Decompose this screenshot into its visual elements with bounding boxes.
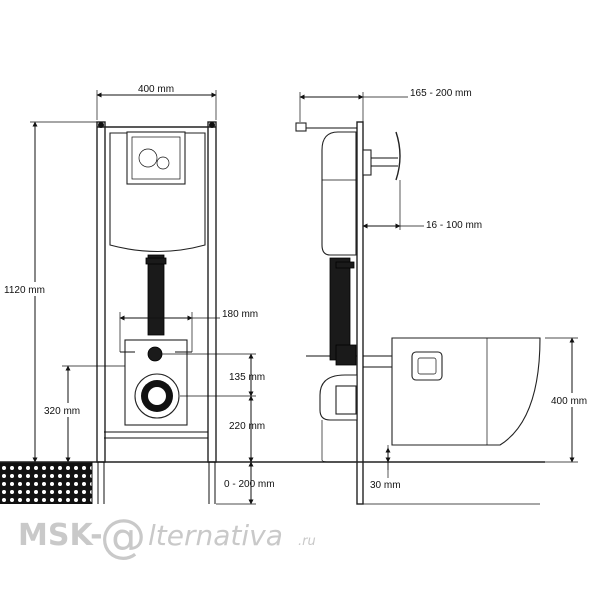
flush-elbow — [335, 344, 357, 366]
cistern-side — [321, 131, 357, 256]
button-housing — [362, 149, 372, 176]
floor — [0, 461, 545, 505]
floor-adjust-label: 0 - 200 mm — [224, 479, 275, 490]
flush-button-small — [156, 156, 170, 170]
bowl-height-label: 400 mm — [551, 396, 587, 407]
drain-connector — [335, 385, 357, 415]
floor-hatch — [0, 462, 92, 504]
drain-height-label: 320 mm — [44, 406, 80, 417]
frame-width-label: 400 mm — [138, 84, 174, 95]
wall-offset-label: 165 - 200 mm — [410, 88, 472, 99]
flush-plate — [126, 131, 186, 185]
left-upright — [96, 121, 106, 463]
watermark-suffix: .ru — [298, 534, 316, 549]
flush-pipe-collar — [145, 257, 167, 265]
flush-plate-inner — [131, 136, 181, 180]
button-spacing-label: 16 - 100 mm — [426, 220, 482, 231]
bowl-badge-inner — [417, 357, 437, 375]
flush-plate-side — [395, 131, 401, 181]
watermark-right: lternativa — [148, 519, 283, 552]
outlet-height-label: 220 mm — [229, 421, 265, 432]
inlet-offset-label: 135 mm — [229, 372, 265, 383]
inlet-connector — [147, 346, 163, 362]
flush-pipe-side-collar — [335, 261, 355, 269]
flush-pipe — [147, 254, 165, 336]
bowl-label-bg — [549, 393, 595, 407]
top-left-bolt — [98, 122, 104, 128]
watermark-at: @ — [100, 509, 146, 563]
outlet-core — [148, 387, 166, 405]
right-upright — [207, 121, 217, 463]
wall-anchor-top — [295, 122, 307, 132]
bowl-badge — [411, 351, 443, 381]
top-right-bolt — [209, 122, 215, 128]
bolt-spacing-label: 180 mm — [222, 309, 258, 320]
floor-gap-label: 30 mm — [370, 480, 401, 491]
side-upright — [356, 121, 364, 505]
side-dimensions: 165 - 200 mm 16 - 100 mm 400 mm 30 mm — [299, 88, 595, 491]
watermark-left: MSK- — [18, 518, 103, 553]
drain-label-bg — [42, 403, 88, 417]
frame-height-label: 1120 mm — [4, 285, 45, 296]
front-view — [96, 121, 217, 504]
flush-button-large — [138, 148, 158, 168]
front-dimensions: 400 mm 1120 mm 180 mm 320 mm 135 mm 220 … — [2, 84, 275, 505]
watermark: MSK- @ lternativa .ru — [18, 509, 316, 563]
drain-pipe — [321, 420, 356, 463]
height-label-bg — [2, 282, 52, 296]
side-view — [295, 121, 541, 505]
